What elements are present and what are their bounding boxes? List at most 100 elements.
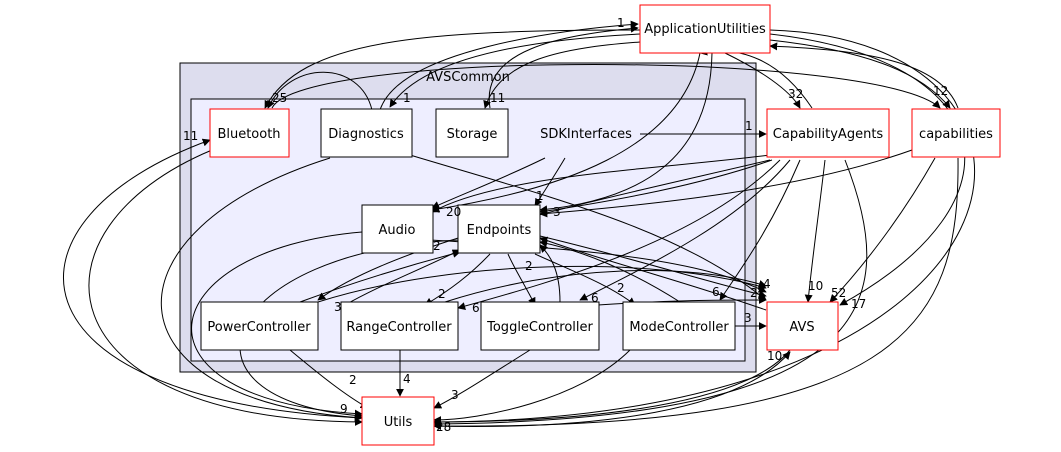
node-audio[interactable]: Audio: [361, 204, 434, 254]
node-box: [320, 108, 413, 158]
edge-label: 10: [767, 349, 782, 363]
node-box: [766, 301, 839, 351]
node-bluetooth[interactable]: Bluetooth: [209, 108, 290, 158]
edge-appu-ca: [724, 52, 801, 109]
node-label: capabilities: [919, 127, 993, 142]
node-utils[interactable]: Utils: [361, 396, 435, 446]
node-box: [361, 204, 434, 254]
edge-appu-caps: [769, 39, 951, 109]
edge-label: 4: [403, 372, 411, 386]
edge-ca-toggle: [579, 159, 791, 301]
edge-appu-audio: [431, 52, 701, 213]
edge-sdk-endpoints: [534, 157, 566, 207]
edge-ca-range: [457, 159, 781, 310]
edge-label: 2: [617, 281, 625, 295]
edges: [62, 20, 976, 431]
edge-label: 1: [745, 119, 753, 133]
edge-appu-storage: [483, 41, 641, 109]
edge-label: 3: [744, 311, 752, 325]
edge-utils-bluetooth: [62, 138, 363, 419]
edge-label: 3: [334, 300, 342, 314]
node-box: [766, 108, 890, 158]
node-avs[interactable]: AVS: [766, 301, 839, 351]
node-label: Bluetooth: [217, 127, 280, 142]
node-label: ModeController: [629, 320, 729, 335]
inner-cluster-label: SDKInterfaces: [540, 127, 632, 142]
edge-appu-avs: [769, 33, 966, 306]
edge-toggle-utils: [433, 349, 531, 409]
edge-appu-bluetooth: [264, 29, 641, 109]
node-label: Diagnostics: [328, 127, 404, 142]
node-label: ApplicationUtilities: [644, 22, 766, 37]
node-power-controller[interactable]: PowerController: [200, 301, 319, 351]
edge-caps-utils: [433, 157, 959, 431]
node-mode-controller[interactable]: ModeController: [622, 301, 736, 351]
edge-label: 9: [340, 402, 348, 416]
edge-bluetooth-caps: [271, 64, 941, 109]
node-box: [480, 301, 600, 351]
node-endpoints[interactable]: Endpoints: [457, 204, 541, 254]
edge-appu-diagnostics: [389, 33, 641, 108]
edge-range-avs: [444, 270, 767, 303]
edge-mode-endpoints: [539, 239, 681, 303]
edge-range-endpoints: [344, 249, 461, 306]
edge-label: 32: [788, 87, 803, 101]
node-diagnostics[interactable]: Diagnostics: [320, 108, 413, 158]
node-box: [340, 301, 459, 351]
edge-label: 2: [750, 286, 758, 300]
node-storage[interactable]: Storage: [435, 108, 509, 158]
edge-diag-bluetooth: [267, 71, 373, 111]
edge-label: 20: [446, 205, 461, 219]
edge-label: 1: [536, 189, 544, 203]
node-box: [457, 204, 541, 254]
node-box: [435, 108, 509, 158]
edge-caps-avs: [829, 157, 936, 303]
edge-bluetooth-utils: [88, 149, 363, 426]
node-toggle-controller[interactable]: ToggleController: [480, 301, 600, 351]
edge-label: 2: [525, 259, 533, 273]
edge-label: 28: [436, 420, 451, 434]
node-label: Endpoints: [467, 223, 532, 238]
edge-labels: 1 25 11 1 11 32 12 1 1 20 3 2 2 2 2 3 6 …: [183, 16, 948, 434]
edge-label: 3: [553, 205, 561, 219]
node-box: [639, 4, 771, 54]
node-capabilities[interactable]: capabilities: [911, 108, 1001, 158]
node-capability-agents[interactable]: CapabilityAgents: [766, 108, 890, 158]
edge-label: 11: [490, 91, 505, 105]
edge-audio-utils: [191, 231, 363, 418]
edge-label: 6: [472, 301, 480, 315]
edge-caps-endpoints: [539, 149, 913, 218]
outer-cluster-label: AVSCommon: [426, 70, 510, 85]
edge-label: 2: [433, 239, 441, 253]
edge-endpoints-toggle: [507, 253, 536, 306]
edge-utils-avs: [433, 351, 791, 427]
node-range-controller[interactable]: RangeController: [340, 301, 459, 351]
edge-avs-utils: [433, 349, 791, 426]
edge-label: 6: [591, 291, 599, 305]
edge-diag-appu: [379, 20, 639, 111]
edge-label: 52: [831, 286, 846, 300]
edge-caps-appu: [769, 42, 959, 109]
node-box: [200, 301, 319, 351]
edge-ca-audio: [431, 154, 771, 213]
edge-label: 2: [349, 373, 357, 387]
edge-label: 25: [272, 91, 287, 105]
edge-diag-avs: [409, 154, 767, 301]
edge-mode-utils: [433, 349, 631, 424]
node-label: PowerController: [207, 320, 311, 335]
edge-appu-utils: [433, 29, 976, 426]
edge-toggle-endpoints: [539, 244, 561, 303]
edge-label: 11: [183, 129, 198, 143]
node-box: [911, 108, 1001, 158]
node-box: [361, 396, 435, 446]
node-label: Utils: [384, 415, 413, 430]
node-label: ToggleController: [486, 320, 593, 335]
edge-label: 4: [763, 277, 771, 291]
edge-endpoints-range: [424, 253, 491, 306]
edge-power-utils: [289, 349, 369, 409]
node-application-utilities[interactable]: ApplicationUtilities: [639, 4, 771, 54]
edge-storage-appu: [488, 24, 639, 109]
edge-sdk-audio: [431, 157, 546, 209]
edge-label: 10: [808, 279, 823, 293]
